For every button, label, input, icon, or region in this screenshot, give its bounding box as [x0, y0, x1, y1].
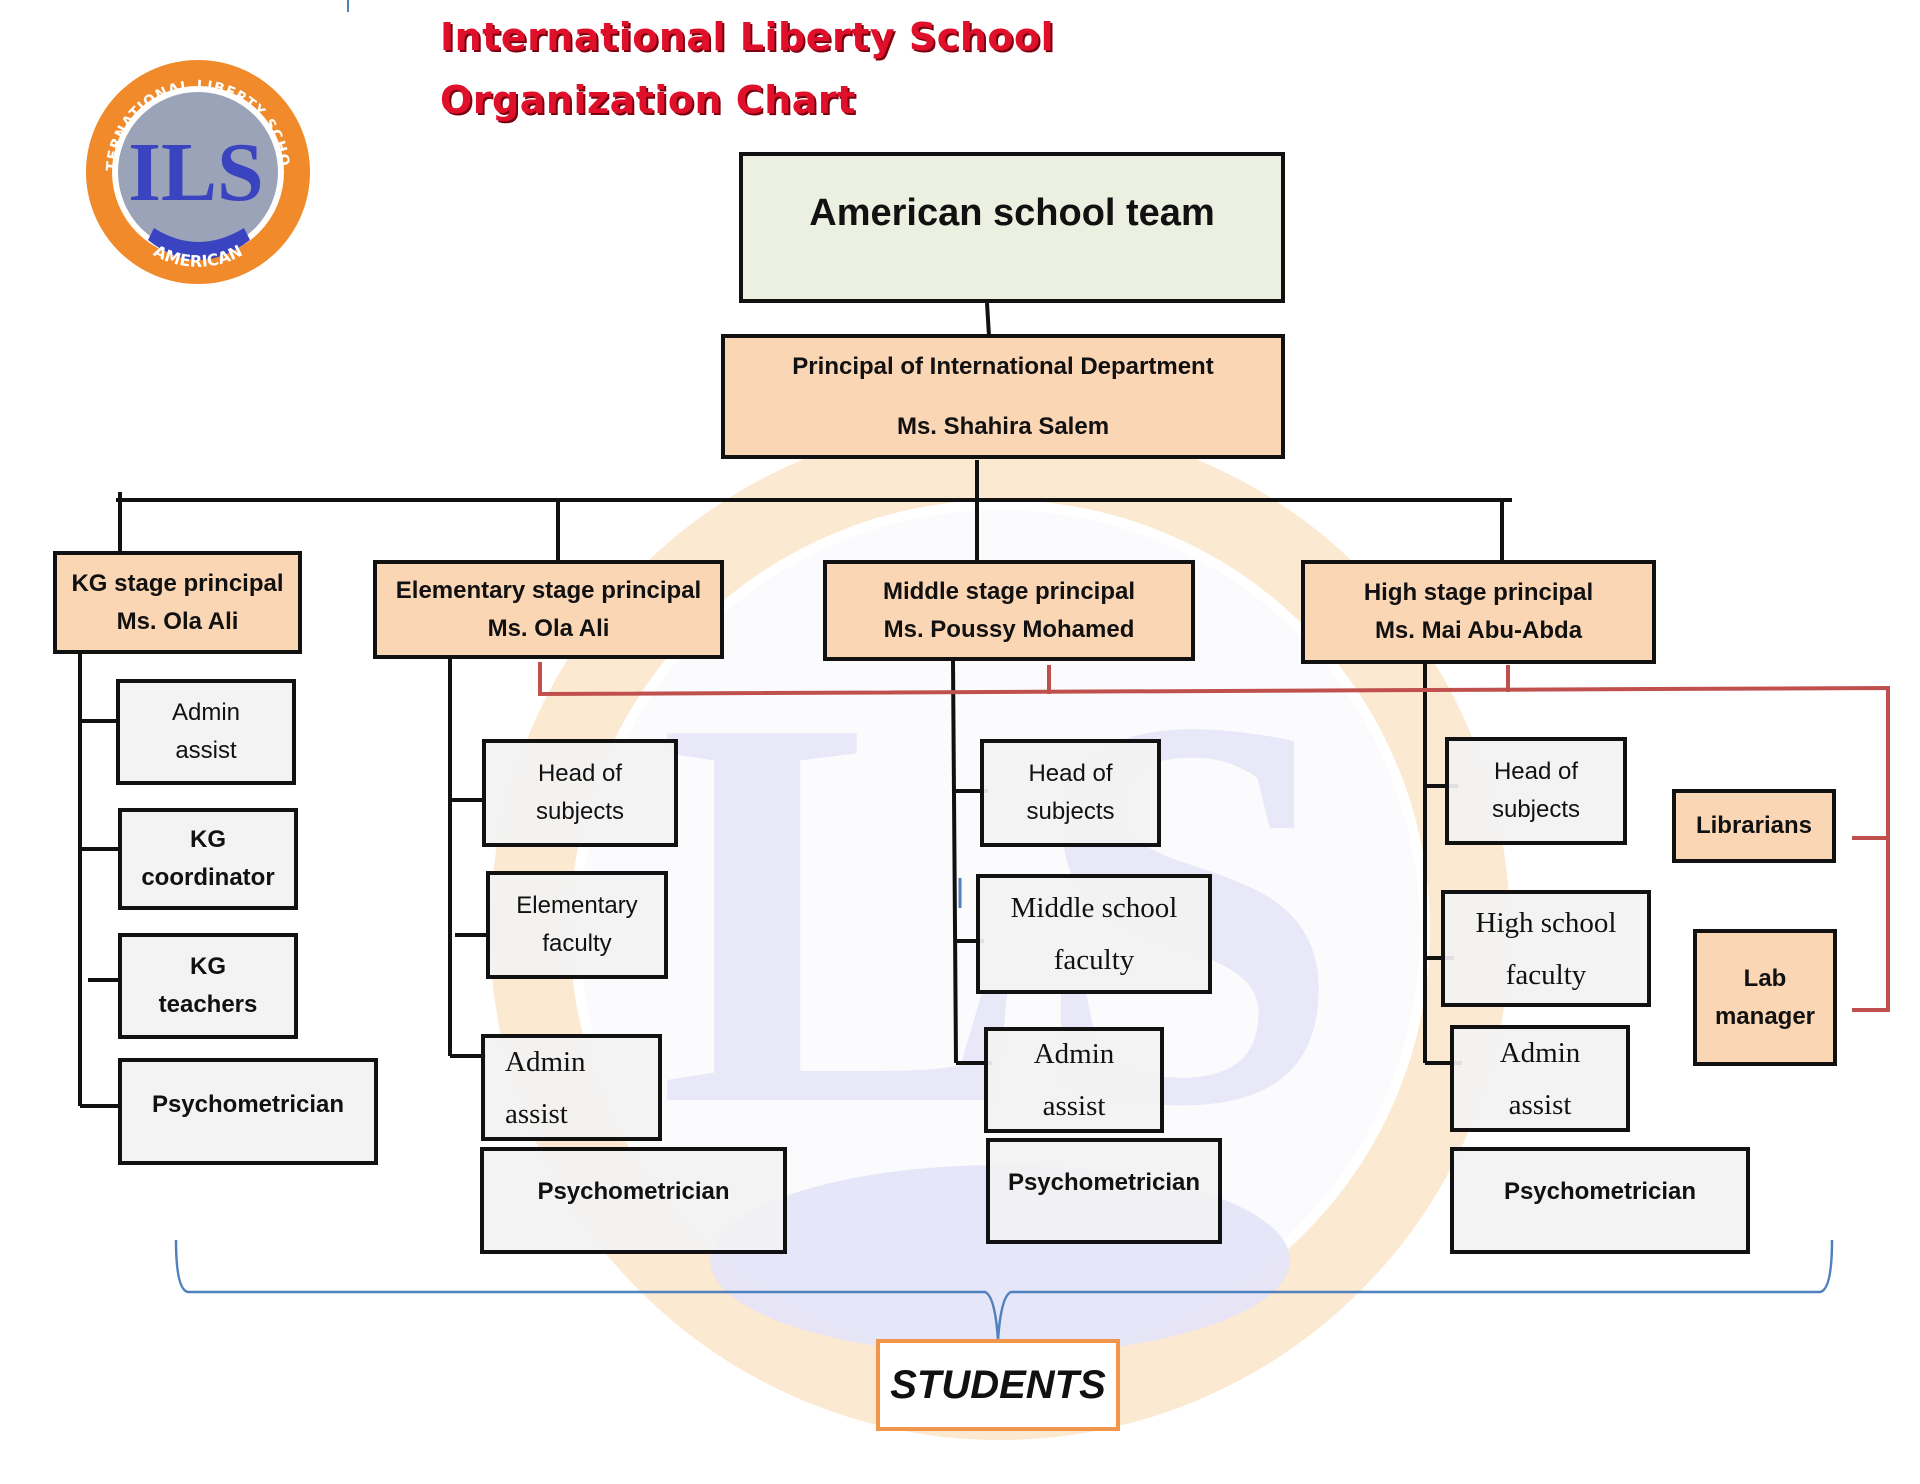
page-subtitle: Organization Chart: [440, 78, 856, 122]
high-psychometrician-label: Psychometrician: [1503, 1178, 1697, 1205]
middle-principal-title: Middle stage principal: [882, 577, 1136, 605]
lab-manager-line1: Lab: [1743, 964, 1787, 992]
high-admin-line2: assist: [1508, 1088, 1572, 1121]
principal-name: Ms. Shahira Salem: [896, 412, 1110, 440]
middle-admin-assist: Admin assist: [984, 1027, 1164, 1133]
middle-psychometrician: Psychometrician: [986, 1138, 1222, 1244]
students-node: STUDENTS: [876, 1339, 1120, 1431]
kg-coordinator-line1: KG: [190, 826, 226, 853]
kg-teachers: KG teachers: [118, 933, 298, 1039]
high-psychometrician: Psychometrician: [1450, 1147, 1750, 1254]
middle-faculty-line2: faculty: [1053, 944, 1135, 976]
lab-manager-node: Lab manager: [1693, 929, 1837, 1066]
elementary-faculty: Elementary faculty: [486, 871, 668, 979]
middle-admin-line1: Admin: [1033, 1038, 1115, 1070]
elementary-admin-line1: Admin: [505, 1045, 586, 1078]
high-head-of-subjects: Head of subjects: [1445, 737, 1627, 845]
kg-principal-title: KG stage principal: [71, 569, 284, 597]
high-principal-name: Ms. Mai Abu-Abda: [1374, 617, 1583, 644]
elementary-principal-title: Elementary stage principal: [395, 576, 702, 604]
kg-principal-node: KG stage principal Ms. Ola Ali: [53, 551, 302, 654]
high-school-faculty: High school faculty: [1441, 890, 1651, 1007]
kg-coordinator-line2: coordinator: [141, 864, 275, 891]
principal-node: Principal of International Department Ms…: [721, 334, 1285, 459]
elementary-psychometrician: Psychometrician: [480, 1147, 787, 1254]
high-admin-line1: Admin: [1499, 1036, 1581, 1069]
middle-psychometrician-label: Psychometrician: [1007, 1169, 1201, 1196]
kg-admin-assist: Admin assist: [116, 679, 296, 785]
middle-head-line1: Head of: [1028, 760, 1113, 787]
elementary-principal-name: Ms. Ola Ali: [487, 614, 610, 642]
high-faculty-line1: High school: [1475, 906, 1617, 939]
middle-head-line2: subjects: [1026, 798, 1115, 825]
elementary-faculty-line2: faculty: [542, 930, 612, 957]
high-head-line2: subjects: [1491, 796, 1581, 823]
kg-coordinator: KG coordinator: [118, 808, 298, 910]
middle-principal-node: Middle stage principal Ms. Poussy Mohame…: [823, 560, 1195, 661]
elementary-admin-assist: Admin assist: [481, 1034, 662, 1141]
middle-faculty-line1: Middle school: [1010, 892, 1178, 924]
elementary-head-of-subjects: Head of subjects: [482, 739, 678, 847]
kg-admin-line2: assist: [175, 737, 237, 764]
high-head-line1: Head of: [1493, 758, 1579, 785]
high-faculty-line2: faculty: [1505, 958, 1587, 991]
high-principal-title: High stage principal: [1363, 579, 1594, 606]
elementary-head-line2: subjects: [535, 798, 625, 825]
middle-head-of-subjects: Head of subjects: [980, 739, 1161, 847]
elementary-principal-node: Elementary stage principal Ms. Ola Ali: [373, 560, 724, 659]
elementary-admin-line2: assist: [505, 1097, 568, 1130]
kg-teachers-line2: teachers: [158, 991, 258, 1018]
middle-school-faculty: Middle school faculty: [976, 874, 1212, 994]
kg-psychometrician-label: Psychometrician: [151, 1091, 345, 1118]
principal-title: Principal of International Department: [792, 352, 1214, 380]
elementary-faculty-line1: Elementary: [516, 892, 638, 919]
students-brace: [174, 1239, 1834, 1341]
kg-psychometrician: Psychometrician: [118, 1058, 378, 1165]
kg-admin-line1: Admin: [171, 699, 241, 726]
librarians-label: Librarians: [1695, 812, 1813, 839]
kg-teachers-line1: KG: [190, 953, 226, 980]
kg-principal-name: Ms. Ola Ali: [116, 607, 239, 635]
elementary-psychometrician-label: Psychometrician: [537, 1178, 730, 1205]
school-logo: INTERNATIONAL LIBERTY SCHOOL AMERICAN IL…: [78, 52, 310, 284]
high-admin-assist: Admin assist: [1450, 1025, 1630, 1132]
logo-monogram: ILS: [128, 126, 263, 219]
page-title: International Liberty School: [440, 15, 1055, 59]
elementary-head-line1: Head of: [537, 760, 623, 787]
top-node-label: American school team: [809, 192, 1215, 234]
lab-manager-line2: manager: [1714, 1002, 1816, 1030]
middle-admin-line2: assist: [1042, 1090, 1106, 1122]
top-node: American school team: [739, 152, 1285, 303]
high-principal-node: High stage principal Ms. Mai Abu-Abda: [1301, 560, 1656, 664]
middle-principal-name: Ms. Poussy Mohamed: [883, 615, 1135, 643]
librarians-node: Librarians: [1672, 789, 1836, 863]
